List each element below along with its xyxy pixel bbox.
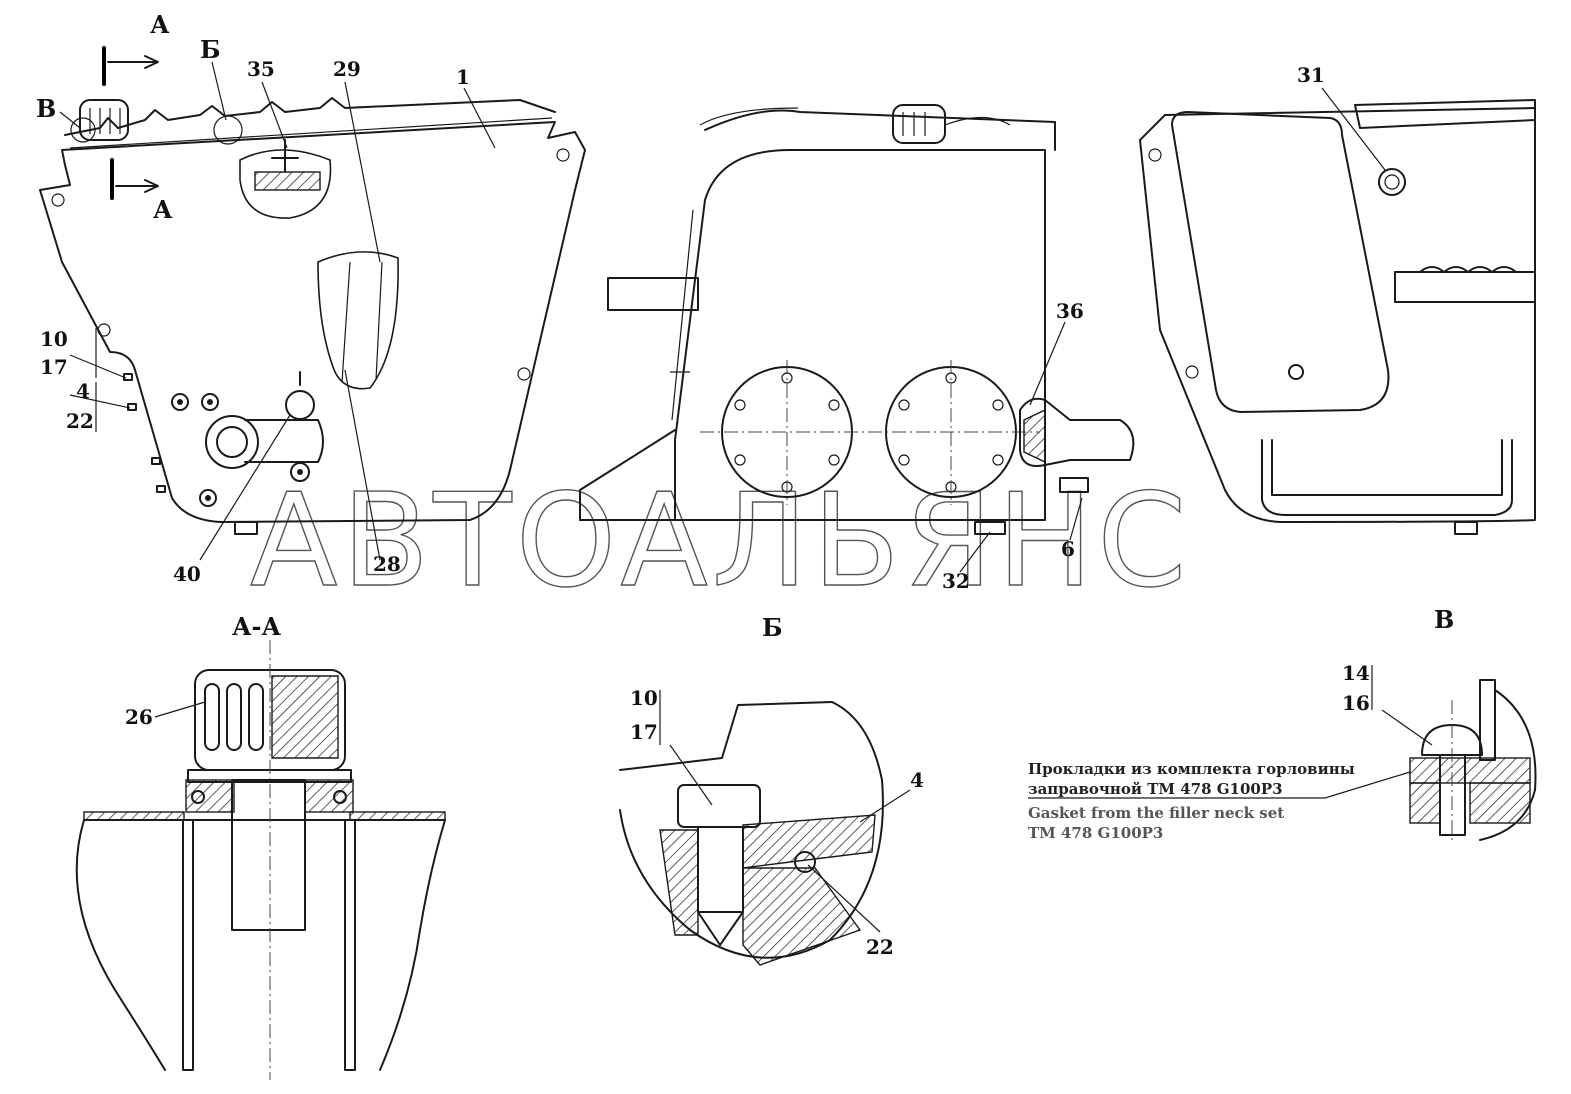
note-ru-line-2: заправочной ТМ 478 G100P3: [1028, 780, 1283, 798]
callout-b-10: 10: [630, 686, 658, 710]
right-view-tank: [1139, 99, 1536, 535]
callout-4: 4: [76, 379, 90, 403]
callout-b-17: 17: [630, 720, 658, 744]
callout-26: 26: [125, 705, 153, 729]
detail-mark-v: В: [36, 94, 56, 123]
detail-mark-b: Б: [200, 35, 221, 64]
callout-36: 36: [1056, 299, 1084, 323]
callout-28: 28: [373, 552, 401, 576]
note-en-line-2: TM 478 G100P3: [1028, 824, 1163, 842]
callout-1: 1: [456, 65, 470, 89]
callout-31: 31: [1297, 63, 1325, 87]
detail-b: [619, 701, 884, 966]
view-title-b: Б: [762, 613, 783, 642]
callout-22: 22: [66, 409, 94, 433]
callout-b-4: 4: [910, 768, 924, 792]
watermark-text: АВТОАЛЬЯНС: [250, 467, 1191, 616]
callout-6: 6: [1061, 537, 1075, 561]
middle-view-tank: [579, 104, 1135, 535]
view-title-aa: А-А: [232, 612, 282, 641]
note-ru-line-1: Прокладки из комплекта горловины: [1028, 760, 1355, 778]
section-mark-top: А: [150, 10, 170, 39]
cover-bolts-right: [898, 372, 1004, 493]
callout-35: 35: [247, 57, 275, 81]
note-en-line-1: Gasket from the filler neck set: [1028, 804, 1284, 822]
section-aa: [75, 640, 446, 1080]
callout-32: 32: [942, 569, 970, 593]
callout-10: 10: [40, 327, 68, 351]
detail-v: [1409, 679, 1537, 841]
cover-bolts-left: [734, 372, 840, 493]
callout-17: 17: [40, 355, 68, 379]
callout-29: 29: [333, 57, 361, 81]
left-view-tank: [39, 46, 586, 535]
callout-v-16: 16: [1342, 691, 1370, 715]
section-mark-bottom: А: [153, 195, 173, 224]
view-title-v: В: [1434, 605, 1454, 634]
callout-v-14: 14: [1342, 661, 1370, 685]
leader-lines: [59, 61, 1433, 933]
callout-b-22: 22: [866, 935, 894, 959]
callout-40: 40: [173, 562, 201, 586]
